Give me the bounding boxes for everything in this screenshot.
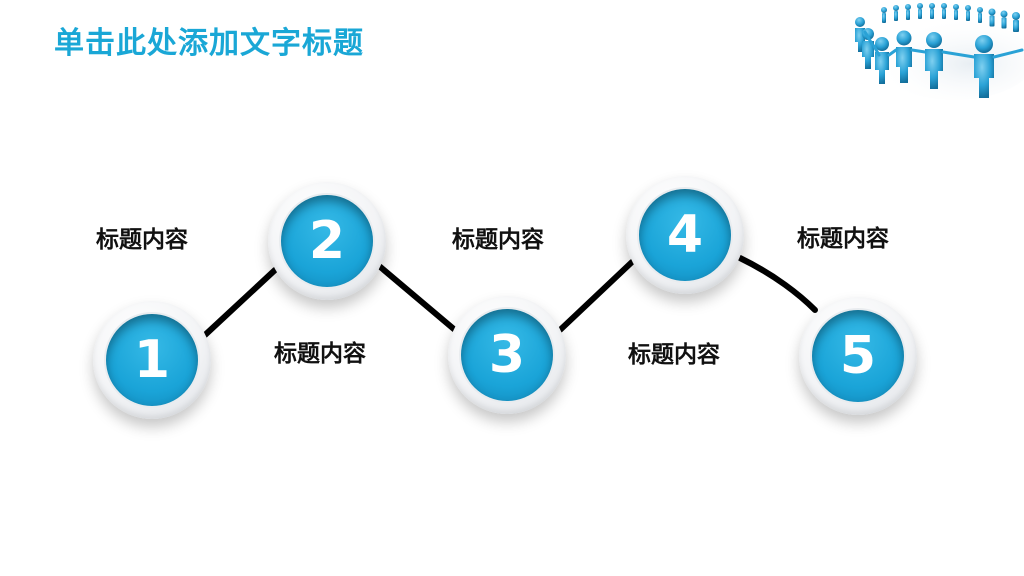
step-2-circle: 2 (268, 182, 386, 300)
step-4-circle: 4 (626, 176, 744, 294)
step-3-number: 3 (461, 309, 553, 401)
step-2-label: 标题内容 (274, 341, 366, 367)
step-3-circle: 3 (448, 296, 566, 414)
step-4-label: 标题内容 (628, 342, 720, 368)
step-3-label: 标题内容 (452, 227, 544, 253)
step-1-label: 标题内容 (96, 227, 188, 253)
step-2-number: 2 (281, 195, 373, 287)
step-4-number: 4 (639, 189, 731, 281)
step-1-number: 1 (106, 314, 198, 406)
step-1-circle: 1 (93, 301, 211, 419)
step-5-label: 标题内容 (797, 226, 889, 252)
step-5-number: 5 (812, 310, 904, 402)
step-5-circle: 5 (799, 297, 917, 415)
page-title: 单击此处添加文字标题 (54, 26, 364, 61)
people-circle-icon (855, 3, 1024, 100)
